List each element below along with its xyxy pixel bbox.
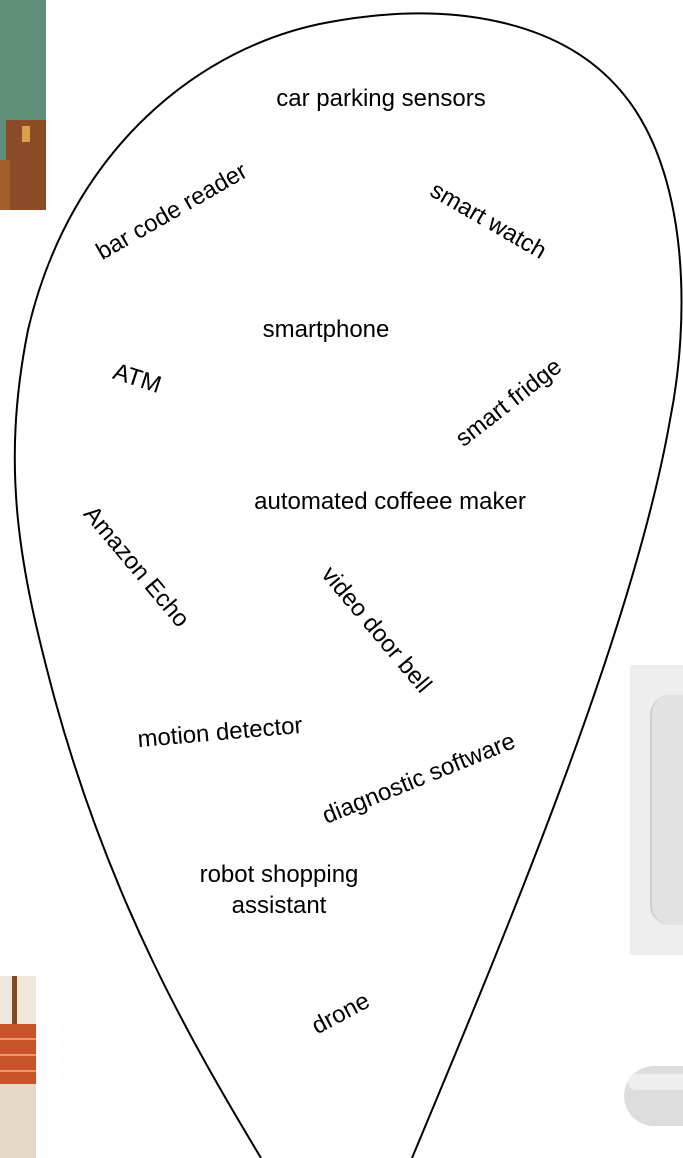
photo-detail (12, 976, 17, 1024)
term-automated-coffee-maker: automated coffeee maker (254, 488, 526, 515)
term-smartphone: smartphone (262, 316, 390, 343)
photo-detail (0, 160, 10, 210)
photo-detail (0, 1038, 36, 1040)
corner-photo-bottom-left (0, 976, 36, 1158)
photo-detail (0, 1070, 36, 1072)
term-robot-shopping-assistant: robot shopping assistant (164, 859, 394, 921)
term-car-parking-sensors: car parking sensors (276, 85, 486, 112)
teardrop-path (13, 12, 683, 1158)
photo-detail (0, 1084, 36, 1158)
photo-detail (0, 1054, 36, 1056)
term-robot-shopping-assistant-line2: assistant (231, 892, 327, 919)
photo-detail (650, 695, 683, 925)
edge-photo-right (630, 665, 683, 955)
photo-detail (628, 1074, 683, 1090)
term-robot-shopping-assistant-line1: robot shopping (199, 860, 359, 888)
photo-detail (22, 126, 30, 142)
corner-photo-bottom-right (610, 1040, 683, 1158)
corner-photo-top-left (0, 0, 46, 210)
